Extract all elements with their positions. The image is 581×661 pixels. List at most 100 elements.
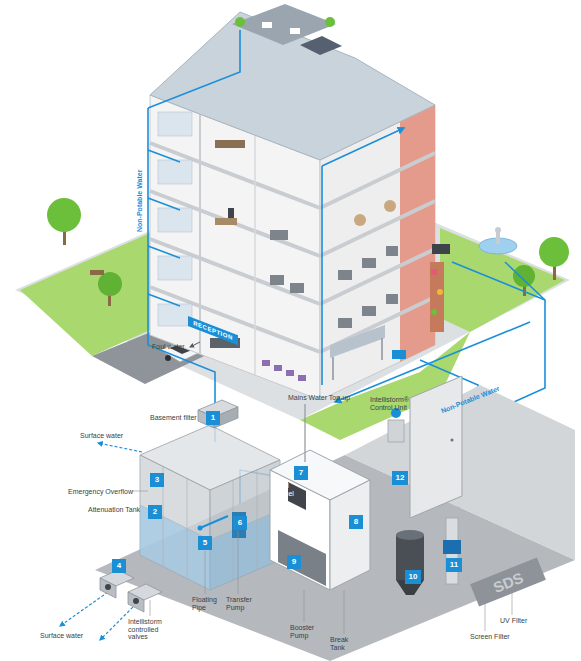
callout-number: 8 xyxy=(349,515,363,529)
fountain xyxy=(479,227,517,254)
trees xyxy=(47,198,81,232)
office-furniture xyxy=(270,230,288,240)
building xyxy=(254,135,256,375)
callout-number: 3 xyxy=(150,473,164,487)
attenuation-tank xyxy=(140,505,210,540)
pitched-roof xyxy=(325,17,335,27)
node-text: 2 xyxy=(153,508,157,516)
part-label: Emergency Overflow xyxy=(68,488,133,496)
controlled-valves xyxy=(100,570,162,612)
foul-water-arrow xyxy=(190,342,200,347)
office-furniture xyxy=(215,218,237,225)
leader-line xyxy=(205,551,206,594)
callout-number: 12 xyxy=(392,471,408,485)
office-furniture xyxy=(362,306,376,316)
surface-water-arrows xyxy=(60,592,108,626)
door xyxy=(451,439,454,442)
leader-line xyxy=(344,590,345,634)
pipe-network xyxy=(148,150,180,162)
pipe-network xyxy=(322,128,404,166)
office-furniture xyxy=(215,140,245,148)
part-label: UV Filter xyxy=(500,617,527,625)
office-furniture xyxy=(298,375,306,381)
planter-wall xyxy=(430,262,444,332)
office-furniture xyxy=(290,283,304,293)
building xyxy=(199,114,201,354)
break-tank xyxy=(330,480,370,590)
part-label: Basement filter xyxy=(150,414,197,422)
toilet-cubicles xyxy=(158,208,192,232)
pitched-roof xyxy=(150,4,435,160)
part-label: Screen Filter xyxy=(470,633,510,641)
bus-shelter xyxy=(330,325,406,380)
pipe-network xyxy=(148,198,180,210)
building xyxy=(150,191,320,256)
callout-number: 7 xyxy=(294,466,308,480)
basement-filter xyxy=(198,400,238,428)
office-furniture xyxy=(286,370,294,376)
flow-label: Surface water xyxy=(40,632,83,640)
part-label: Attenuation Tank xyxy=(88,506,140,514)
part-label: Floating Pipe xyxy=(192,596,220,611)
pitched-roof xyxy=(235,17,245,27)
node-text: 10 xyxy=(409,573,418,581)
break-tank xyxy=(304,404,305,462)
surface-water-arrows xyxy=(98,443,142,452)
callout-number: 2 xyxy=(148,505,162,519)
node-text: 5 xyxy=(203,539,207,547)
leader-line xyxy=(132,491,512,634)
break-tank xyxy=(270,404,370,590)
ground-plaza xyxy=(20,233,150,356)
fountain xyxy=(496,232,500,244)
pitched-roof xyxy=(262,22,272,28)
flow-label: Foul water xyxy=(152,343,185,351)
surface-water-arrows xyxy=(60,443,142,640)
trees xyxy=(98,272,122,296)
toilet-cubicles xyxy=(158,112,192,136)
node-text: 6 xyxy=(238,519,242,527)
callout-number: 10 xyxy=(405,570,421,584)
callout-number: 1 xyxy=(206,411,220,425)
fountain xyxy=(495,227,501,233)
node-text: RECEPTION xyxy=(193,320,233,341)
controlled-valves xyxy=(133,598,139,604)
office-furniture xyxy=(386,246,398,256)
reception-sign: RECEPTION xyxy=(188,316,238,345)
leader-line xyxy=(150,600,151,616)
callout-number: 5 xyxy=(198,536,212,550)
building xyxy=(320,201,435,256)
node-text: 11 xyxy=(450,561,458,569)
node-text: 7 xyxy=(299,469,303,477)
break-tank xyxy=(270,470,330,590)
planter-wall xyxy=(432,244,450,254)
trees xyxy=(539,237,569,267)
pipe-network xyxy=(452,262,545,300)
attenuation-tank xyxy=(140,467,280,580)
building xyxy=(150,143,320,208)
bus-shelter xyxy=(392,350,406,359)
leader-line xyxy=(304,590,305,622)
office-furniture xyxy=(274,365,282,371)
node-text: 8 xyxy=(354,518,358,526)
office-furniture xyxy=(262,360,270,366)
floating-pipe xyxy=(200,516,228,528)
part-label: Mains Water Top-up xyxy=(288,394,350,402)
bus-shelter xyxy=(330,325,385,358)
controlled-valves xyxy=(100,578,116,598)
office-furniture xyxy=(210,140,398,381)
callout-number: 9 xyxy=(287,555,301,569)
part-label: HMI Panel xyxy=(276,482,298,497)
attenuation-tank xyxy=(140,425,280,590)
callout-number: 4 xyxy=(112,559,126,573)
trees xyxy=(513,265,535,287)
toilet-cubicles xyxy=(158,112,192,326)
building xyxy=(150,143,435,352)
toilet-cubicles xyxy=(158,160,192,184)
foul-water-arrow xyxy=(190,342,200,347)
pipe-network xyxy=(148,294,180,306)
node-text: 3 xyxy=(155,476,159,484)
uv-filter xyxy=(443,518,461,584)
door xyxy=(410,376,462,518)
callout-number: 11 xyxy=(446,558,462,572)
